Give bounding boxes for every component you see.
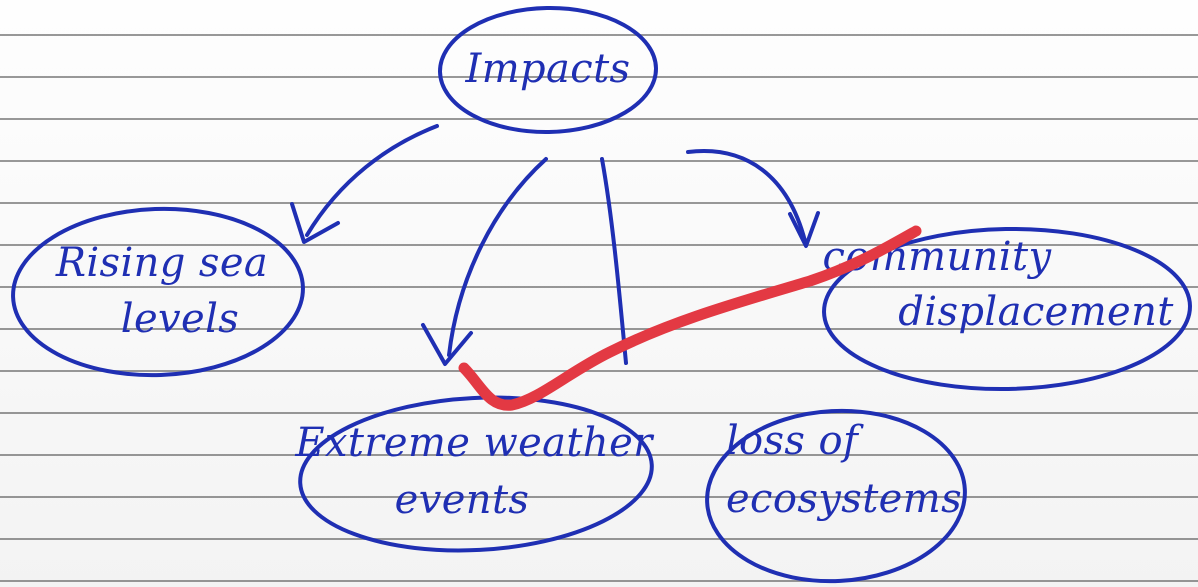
- red-check-mark: [458, 225, 922, 411]
- arrow-to-extreme-weather-right: [600, 157, 628, 365]
- loss-of-ecosystems-node: loss of ecosystems: [705, 408, 967, 584]
- rising-sea-levels-node: Rising sea levels: [11, 206, 305, 378]
- impacts-label: Impacts: [465, 46, 631, 92]
- loss-of-ecosystems-label-line2: ecosystems: [726, 476, 962, 522]
- impacts-node: Impacts: [438, 5, 658, 135]
- rising-sea-levels-label-line2: levels: [121, 296, 239, 342]
- community-displacement-label-line2: displacement: [898, 289, 1174, 335]
- arrow-to-extreme-weather-left: [421, 157, 548, 366]
- arrow-to-rising-sea-levels: [290, 124, 439, 244]
- extreme-weather-events-label-line2: events: [395, 477, 530, 523]
- arrow-to-community-displacement: [686, 149, 820, 248]
- extreme-weather-events-label-line1: Extreme weather: [294, 420, 655, 466]
- loss-of-ecosystems-label-line1: loss of: [726, 418, 864, 464]
- extreme-weather-events-node: Extreme weather events: [294, 395, 655, 553]
- rising-sea-levels-label-line1: Rising sea: [55, 240, 268, 286]
